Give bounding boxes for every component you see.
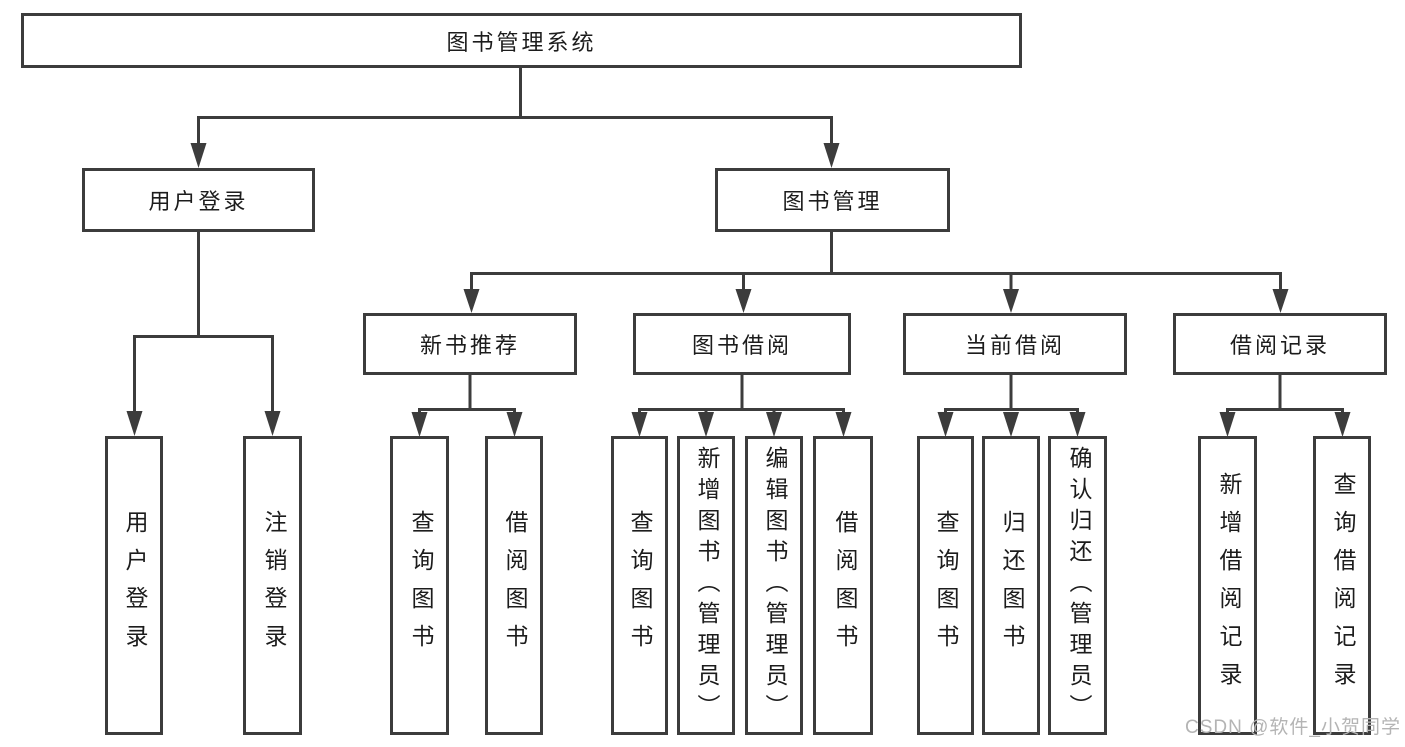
connector-new-book-branch [418, 375, 516, 413]
leaf-logout: 注销登录 [243, 436, 302, 735]
connector-user-login-branch [133, 232, 274, 412]
node-book-management: 图书管理 [715, 168, 950, 232]
leaf-query-books-current: 查询图书 [917, 436, 974, 735]
leaf-add-borrow-record: 新增借阅记录 [1198, 436, 1257, 735]
leaf-return-books: 归还图书 [982, 436, 1040, 735]
leaf-edit-books-admin: 编辑图书（管理员） [745, 436, 803, 735]
node-user-login: 用户登录 [82, 168, 315, 232]
leaf-query-books-recommend: 查询图书 [390, 436, 449, 735]
leaf-add-books-admin: 新增图书（管理员） [677, 436, 735, 735]
arrowheads-borrow-records-branch [1219, 412, 1351, 437]
arrowheads-current-borrow-branch [937, 412, 1086, 437]
leaf-borrow-books-recommend: 借阅图书 [485, 436, 543, 735]
connector-book-management-branch [470, 232, 1282, 290]
connector-borrow-records-branch [1226, 375, 1344, 413]
arrowheads-new-book-branch [411, 412, 523, 437]
node-book-borrow: 图书借阅 [633, 313, 851, 375]
leaf-query-books-borrow: 查询图书 [611, 436, 668, 735]
arrowheads-book-borrow-branch [631, 412, 852, 437]
connector-book-borrow-branch [638, 375, 845, 413]
node-new-book-recommend: 新书推荐 [363, 313, 577, 375]
node-root: 图书管理系统 [21, 13, 1022, 68]
arrowheads-book-management-branch [463, 289, 1289, 313]
node-current-borrow: 当前借阅 [903, 313, 1127, 375]
arrowheads-root-branch [190, 143, 840, 168]
arrowheads-user-login-branch [126, 411, 281, 436]
leaf-borrow-books: 借阅图书 [813, 436, 873, 735]
csdn-watermark: CSDN @软件_小贺同学 [1185, 717, 1401, 738]
connector-root-branch [197, 68, 833, 144]
leaf-confirm-return-admin: 确认归还（管理员） [1048, 436, 1107, 735]
node-borrow-records: 借阅记录 [1173, 313, 1387, 375]
leaf-query-borrow-record: 查询借阅记录 [1313, 436, 1371, 735]
connector-current-borrow-branch [944, 375, 1079, 413]
leaf-user-login: 用户登录 [105, 436, 163, 735]
